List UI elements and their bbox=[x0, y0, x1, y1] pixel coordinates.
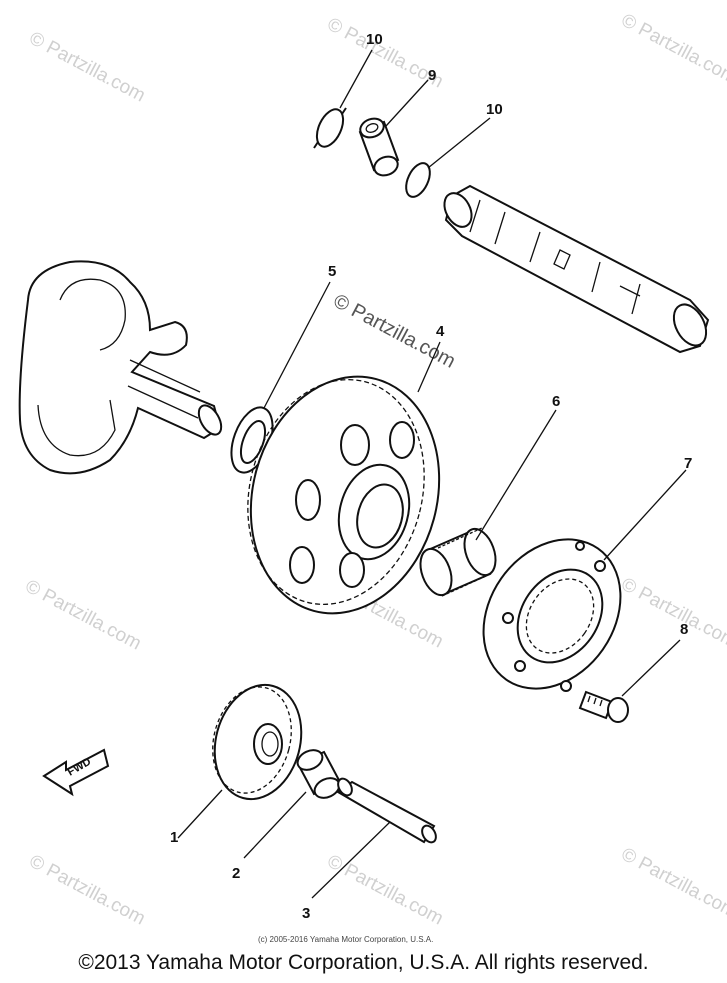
footer-copyright: ©2013 Yamaha Motor Corporation, U.S.A. A… bbox=[78, 951, 649, 974]
watermark: © Partzilla.com bbox=[324, 851, 447, 930]
callout-labels: 10 9 10 5 4 6 7 8 1 2 3 bbox=[170, 31, 692, 922]
fwd-arrow-icon: FWD bbox=[42, 748, 110, 797]
part-1-idler-gear bbox=[212, 683, 303, 801]
callout-1: 1 bbox=[170, 829, 178, 846]
part-8-bolt bbox=[578, 690, 629, 723]
watermark: © Partzilla.com bbox=[26, 28, 149, 107]
callout-9: 9 bbox=[428, 67, 436, 84]
part-3-shaft-pin bbox=[336, 777, 437, 844]
callout-10-upper: 10 bbox=[366, 31, 383, 48]
callout-4: 4 bbox=[436, 323, 445, 340]
callout-8: 8 bbox=[680, 621, 688, 638]
watermark: © Partzilla.com bbox=[22, 576, 145, 655]
part-9-bushing bbox=[358, 117, 400, 177]
watermark: © Partzilla.com bbox=[26, 851, 149, 930]
shaft bbox=[443, 184, 710, 354]
part-10-circlip-upper bbox=[313, 107, 347, 149]
callout-3: 3 bbox=[302, 905, 310, 922]
crank-housing bbox=[18, 260, 223, 475]
part-4-starter-gear bbox=[247, 375, 441, 615]
callout-10-lower: 10 bbox=[486, 101, 503, 118]
watermark: © Partzilla.com bbox=[618, 844, 727, 923]
part-2-collar bbox=[296, 749, 342, 799]
part-6-needle-bearing bbox=[419, 527, 497, 597]
leader-lines bbox=[177, 49, 687, 899]
callout-6: 6 bbox=[552, 393, 560, 410]
callout-7: 7 bbox=[684, 455, 692, 472]
callout-2: 2 bbox=[232, 865, 240, 882]
watermark: © Partzilla.com bbox=[618, 10, 727, 89]
image-copyright: (c) 2005-2016 Yamaha Motor Corporation, … bbox=[258, 935, 433, 944]
part-10-circlip-lower bbox=[405, 162, 431, 198]
callout-5: 5 bbox=[328, 263, 336, 280]
watermark: © Partzilla.com bbox=[618, 574, 727, 653]
part-7-starter-clutch bbox=[482, 538, 622, 692]
